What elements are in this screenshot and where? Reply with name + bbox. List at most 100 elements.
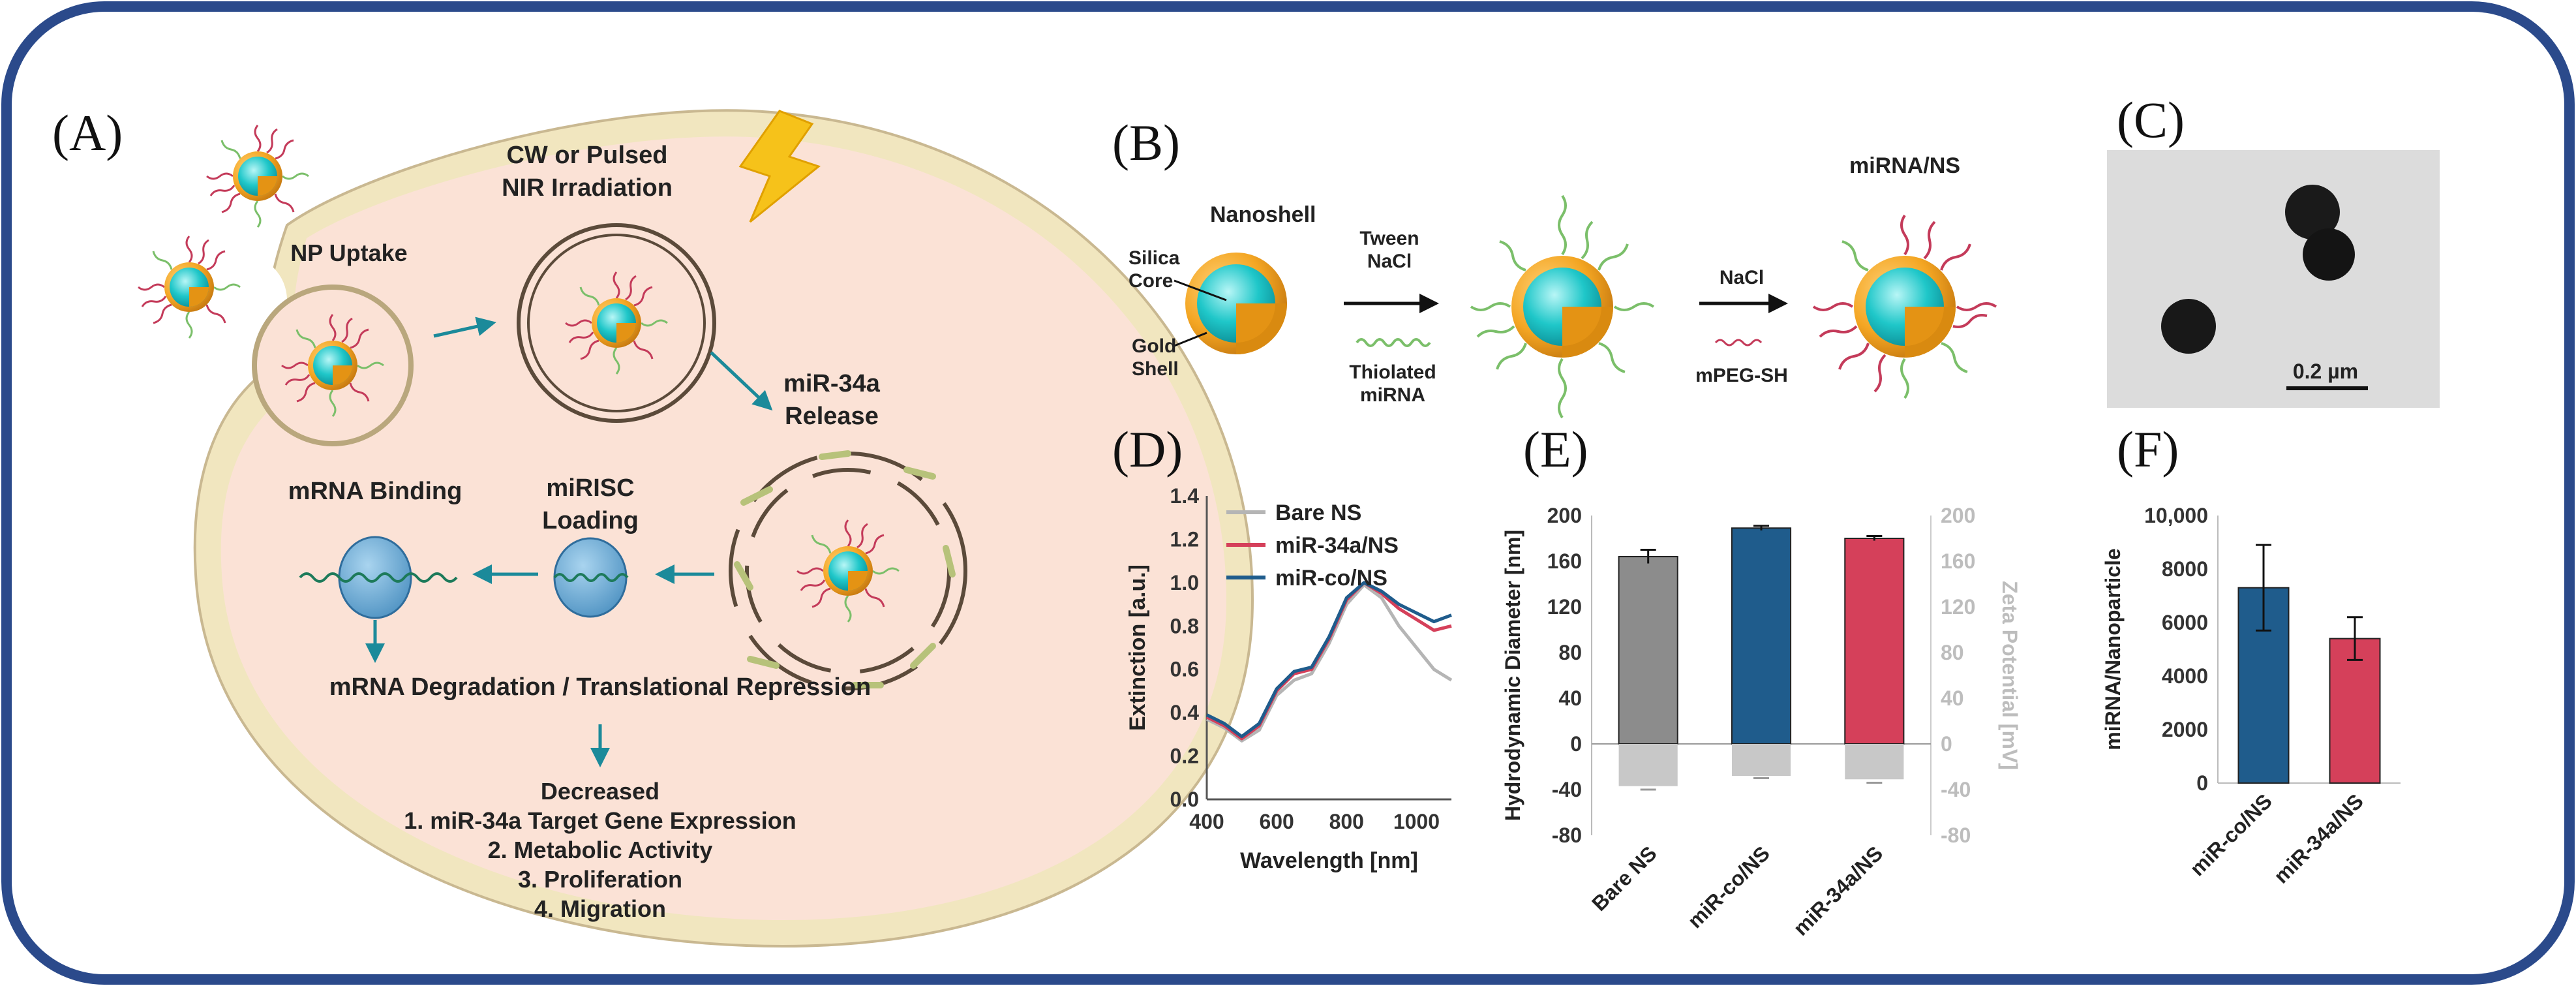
y-tick-label: 6000 [2162, 611, 2208, 634]
y-tick-label: -40 [1552, 778, 1582, 801]
x-axis-label: Wavelength [nm] [1240, 848, 1418, 873]
zeta-bar [1618, 744, 1678, 786]
step2-top: NaCl [1720, 267, 1764, 288]
mirna-nanoshell-icon [1470, 194, 1655, 419]
np-uptake-label: NP Uptake [290, 239, 407, 266]
panel-b-letter: (B) [1112, 114, 1180, 171]
tem-particle [2303, 228, 2355, 281]
step2-bottom: mPEG-SH [1695, 365, 1788, 386]
diameter-bar [1844, 538, 1905, 745]
y-tick-label: -80 [1552, 824, 1582, 847]
panel-e-letter: (E) [1523, 421, 1588, 478]
y2-tick-label: 0 [1941, 732, 1952, 756]
series-line [1205, 583, 1453, 743]
diameter-bar [1618, 556, 1678, 745]
released-mirna [734, 450, 956, 688]
bar [2329, 638, 2381, 784]
arrow-irradiation-to-release [710, 351, 773, 411]
y-tick-label: 4000 [2162, 664, 2208, 688]
arrow-uptake-to-irradiation [433, 316, 496, 338]
y-tick-label: 0.0 [1170, 788, 1199, 811]
y-tick-label: 40 [1558, 686, 1582, 710]
mrna-icon [299, 572, 458, 583]
y-tick-label: 0.2 [1170, 745, 1199, 768]
tem-image [2107, 150, 2440, 408]
y-tick-label: 0.4 [1170, 701, 1200, 724]
y-tick-label: 120 [1547, 595, 1582, 619]
panel-c-letter: (C) [2117, 91, 2185, 148]
diameter-bar [1731, 527, 1792, 745]
gold-shell-label-line1: Gold [1132, 335, 1176, 357]
x-tick-label: 400 [1189, 810, 1224, 833]
y2-tick-label: 200 [1941, 504, 1975, 527]
outcome-line-2: 2. Metabolic Activity [488, 837, 713, 863]
y-axis-label: miRNA/Nanoparticle [2101, 548, 2125, 750]
y-tick-label: 1.4 [1170, 484, 1200, 508]
y2-tick-label: 80 [1941, 641, 1964, 664]
risc-icon [338, 536, 412, 619]
legend-label: miR-34a/NS [1275, 533, 1399, 558]
irradiation-label-line1: CW or Pulsed [506, 142, 667, 169]
y-tick-label: 1.0 [1170, 571, 1199, 594]
y2-axis-label: Zeta Potential [mV] [1998, 581, 2022, 770]
panel-a-letter: (A) [52, 104, 123, 161]
silica-core-pointer [1174, 279, 1227, 301]
legend-label: miR-co/NS [1275, 566, 1387, 591]
silica-core-label-line1: Silica [1129, 247, 1180, 269]
panel-a: (A) NP Uptake CW or Pulsed NIR Irradiati… [52, 104, 1254, 948]
y-axis-label: Hydrodynamic Diameter [nm] [1501, 530, 1524, 821]
y2-tick-label: -40 [1941, 778, 1971, 801]
panel-c: (C) 0.2 µm [2107, 91, 2440, 408]
outcome-line-1: 1. miR-34a Target Gene Expression [404, 807, 796, 834]
mpeg-icon [1714, 339, 1763, 347]
step1-top-line2: NaCl [1367, 251, 1412, 272]
tem-particle [2161, 299, 2216, 354]
step1-bottom-line1: Thiolated [1349, 362, 1436, 383]
mirna-ns-product-icon [1812, 214, 1997, 399]
series-line [1205, 581, 1452, 739]
thiolated-mirna-icon [1356, 338, 1431, 347]
panel-f-letter: (F) [2117, 421, 2179, 478]
miRISC-label-line2: Loading [542, 507, 639, 534]
y-axis-label: Extinction [a.u.] [1125, 564, 1150, 731]
zeta-bar [1731, 744, 1791, 776]
tem-particle [2285, 185, 2340, 239]
y-tick-label: 80 [1558, 641, 1582, 664]
y-tick-label: 200 [1547, 504, 1582, 527]
y-tick-label: 0.8 [1170, 614, 1199, 638]
outcome-line-4: 4. Migration [534, 895, 666, 922]
silica-core-label-line2: Core [1129, 270, 1173, 292]
y-tick-label: 0 [2196, 771, 2208, 795]
x-tick-label: 800 [1329, 810, 1364, 833]
mrna-icon [553, 573, 629, 582]
y-tick-label: 10,000 [2144, 504, 2208, 527]
x-tick-label: 1000 [1393, 810, 1440, 833]
y-tick-label: 0.6 [1170, 658, 1199, 681]
y2-tick-label: -80 [1941, 824, 1971, 847]
degradation-label: mRNA Degradation / Translational Repress… [329, 673, 871, 701]
outcome-line-3: 3. Proliferation [518, 866, 682, 893]
step1-top-line1: Tween [1359, 228, 1419, 249]
y-tick-label: 8000 [2162, 557, 2208, 581]
y2-tick-label: 40 [1941, 686, 1964, 710]
cell-cytoplasm [220, 136, 1227, 920]
lightning-icon [738, 110, 821, 223]
y2-tick-label: 160 [1941, 549, 1975, 573]
gold-shell-pointer [1174, 331, 1207, 347]
y-tick-label: 0 [1570, 732, 1582, 756]
y-tick-label: 160 [1547, 549, 1582, 573]
mrna-binding-label: mRNA Binding [288, 478, 462, 505]
miRISC-label-line1: miRISC [546, 474, 634, 502]
outcome-line-0: Decreased [541, 778, 659, 805]
legend-label: Bare NS [1275, 501, 1361, 525]
x-tick-label: 600 [1259, 810, 1294, 833]
panel-d-letter: (D) [1112, 421, 1183, 478]
step1-bottom-line2: miRNA [1360, 384, 1425, 406]
y2-tick-label: 120 [1941, 595, 1975, 619]
nanoshell-label: Nanoshell [1210, 202, 1316, 227]
irradiated-endosome-inner [527, 234, 706, 412]
gold-shell-label-line2: Shell [1132, 358, 1179, 380]
nanoshell-icon [1185, 253, 1287, 354]
